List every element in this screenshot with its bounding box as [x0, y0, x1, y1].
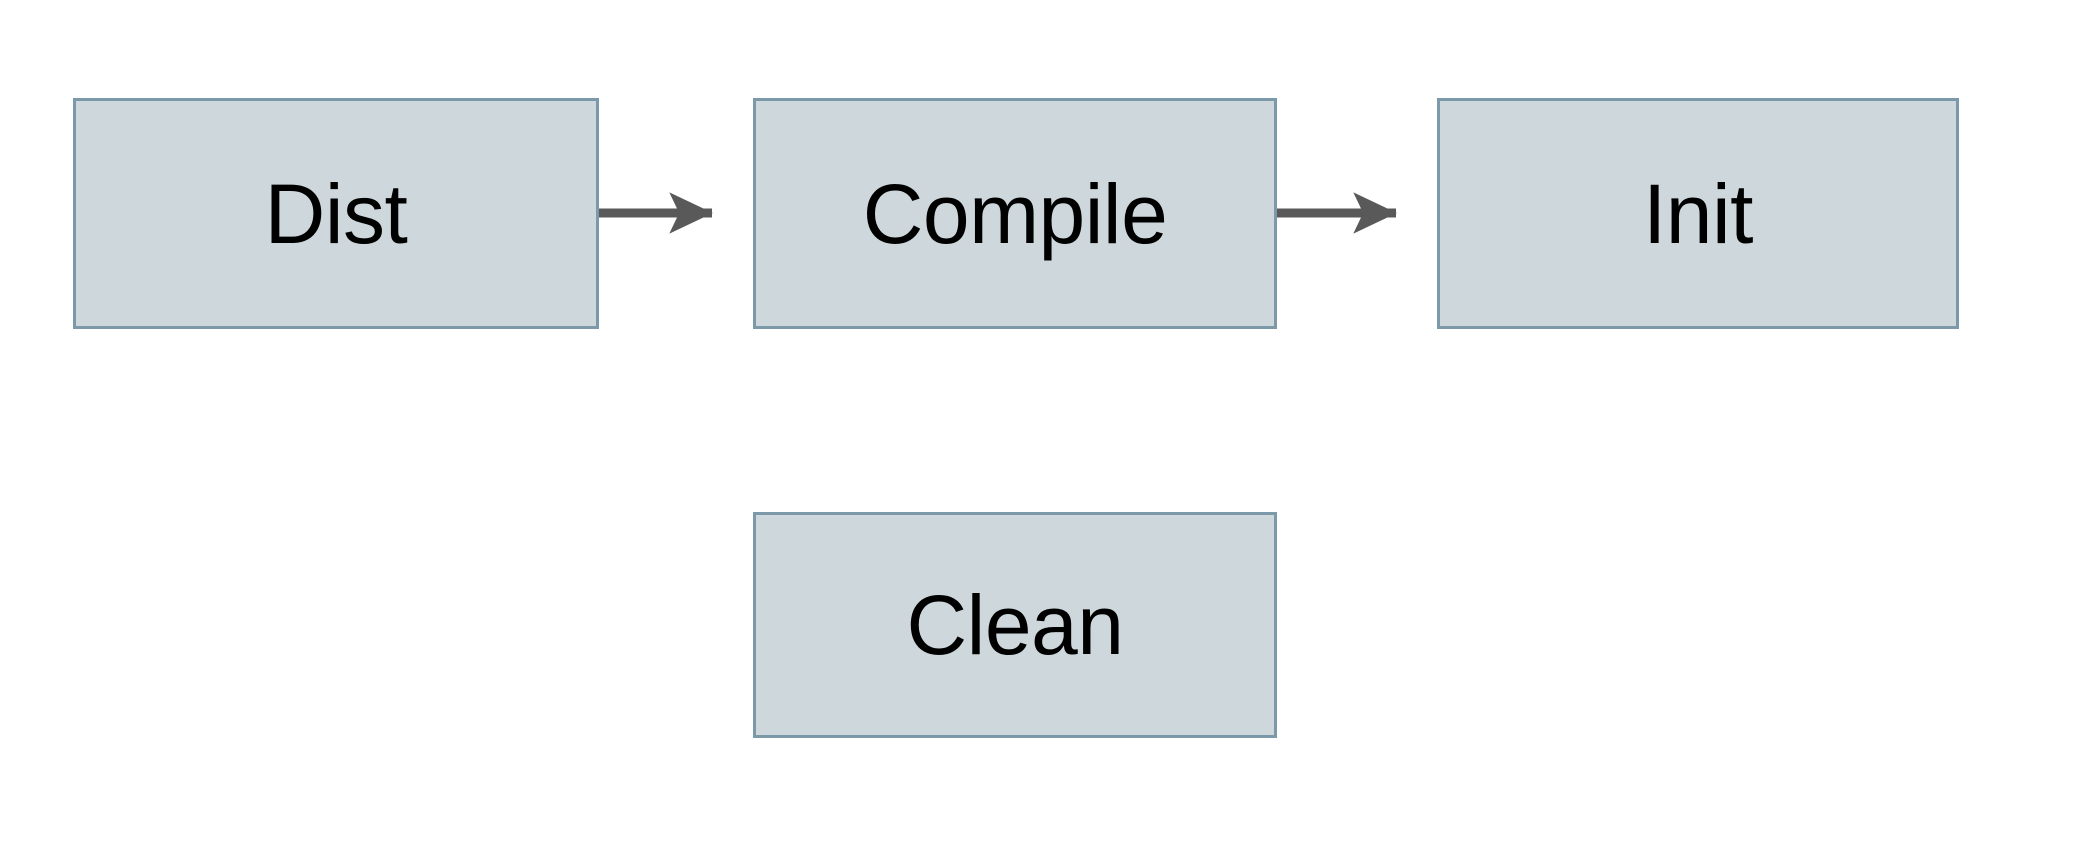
node-clean[interactable]: Clean — [753, 512, 1277, 738]
node-dist[interactable]: Dist — [73, 98, 599, 329]
node-init-label: Init — [1642, 166, 1754, 261]
node-clean-label: Clean — [906, 578, 1124, 672]
node-compile-label: Compile — [862, 166, 1168, 261]
node-init[interactable]: Init — [1437, 98, 1959, 329]
node-dist-label: Dist — [264, 166, 408, 261]
node-compile[interactable]: Compile — [753, 98, 1277, 329]
